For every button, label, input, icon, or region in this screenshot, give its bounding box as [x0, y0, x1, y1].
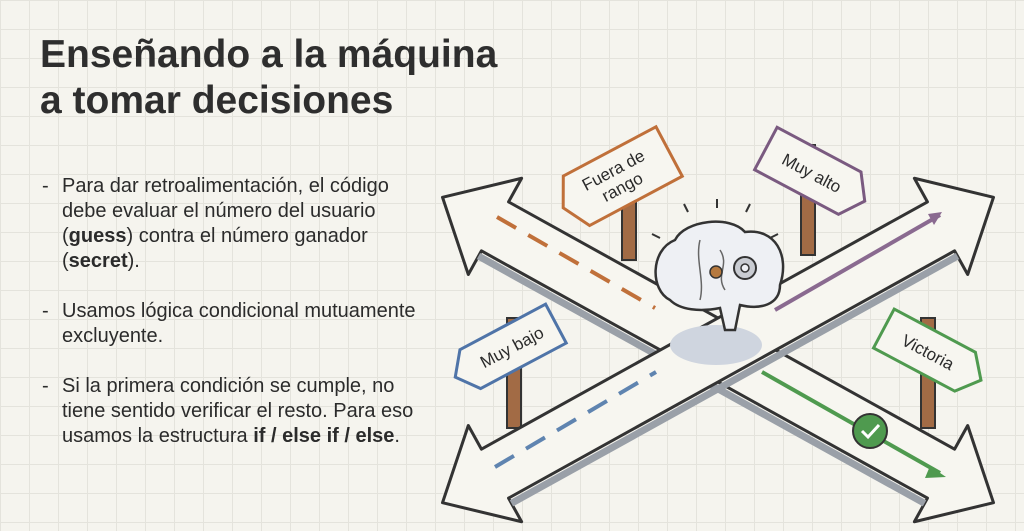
bullet-list: - Para dar retroalimentación, el código … — [42, 174, 422, 474]
bullet-item: - Usamos lógica condicional mutuamente e… — [42, 299, 422, 349]
sign-too-low: Muy bajo — [453, 302, 569, 391]
bullet-text: ). — [127, 250, 140, 272]
bullet-text: Si la primera condición se cumple, no ti… — [62, 375, 414, 447]
title-line-1: Enseñando a la máquina — [40, 33, 498, 76]
bullet-text: ) contra el número ganador ( — [62, 225, 368, 272]
code-secret: secret — [68, 250, 128, 272]
gear-icon — [709, 265, 723, 279]
code-if-else: if / else if / else — [253, 425, 395, 447]
arrowhead-icon — [928, 212, 942, 225]
bullet-text: Para dar retroalimentación, el código de… — [62, 175, 389, 247]
brain-icon — [651, 199, 785, 332]
arrowhead-icon — [925, 466, 946, 478]
lane-victory — [761, 370, 941, 475]
sign-out-of-range: Fuera de rango — [561, 124, 685, 228]
sign-victory: Victoria — [871, 307, 983, 393]
bullet-text: Usamos lógica condicional mutuamente exc… — [62, 300, 416, 347]
sign-too-high: Muy alto — [752, 125, 867, 217]
code-guess: guess — [68, 225, 127, 247]
page-title: Enseñando a la máquina a tomar decisione… — [40, 32, 497, 124]
lane-too-low — [493, 370, 658, 469]
lane-out-of-range — [496, 215, 656, 310]
bullet-item: - Para dar retroalimentación, el código … — [42, 175, 389, 272]
shadow — [670, 325, 762, 365]
checkmark-icon — [852, 413, 888, 449]
bullet-item: - Si la primera condición se cumple, no … — [42, 375, 414, 447]
title-line-2: a tomar decisiones — [40, 79, 394, 122]
lane-too-high — [774, 213, 941, 312]
bullet-text: . — [394, 425, 400, 447]
